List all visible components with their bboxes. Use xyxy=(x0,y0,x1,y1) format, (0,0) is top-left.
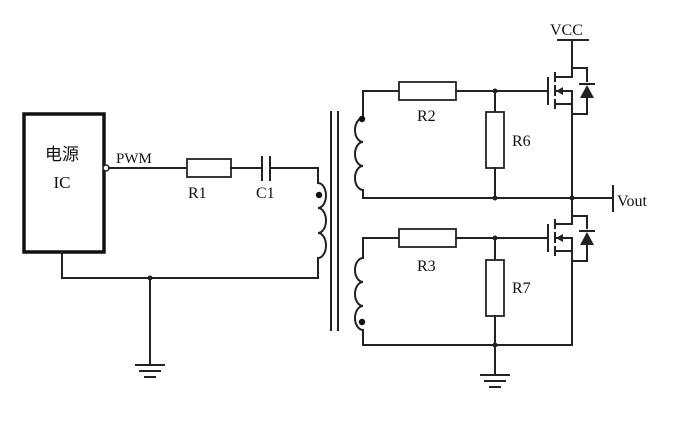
resistor-r1 xyxy=(186,158,232,178)
r1-label: R1 xyxy=(188,185,207,202)
upper-body-diode xyxy=(580,85,594,98)
c1-label: C1 xyxy=(256,185,275,202)
upper-secondary xyxy=(354,81,573,201)
ground-symbol-secondary xyxy=(480,374,510,388)
vout-label: Vout xyxy=(617,193,647,210)
primary-dot-marker xyxy=(315,191,323,199)
upper-secondary-dot-marker xyxy=(358,115,366,123)
upper-mosfet xyxy=(547,67,595,115)
primary-wiring xyxy=(61,156,327,366)
primary-winding xyxy=(316,181,327,260)
resistor-r3 xyxy=(398,228,457,248)
r3-label: R3 xyxy=(417,258,436,275)
lower-secondary-winding xyxy=(354,256,365,332)
lower-secondary xyxy=(354,228,573,376)
r6-label: R6 xyxy=(512,133,531,150)
pwm-label: PWM xyxy=(116,151,152,167)
ic-body xyxy=(22,112,106,254)
ic-label-ic: IC xyxy=(54,173,71,192)
lower-body-diode xyxy=(580,232,594,245)
resistor-r6 xyxy=(485,111,505,169)
lower-mosfet xyxy=(547,215,595,262)
r2-label: R2 xyxy=(417,108,436,125)
vcc-label: VCC xyxy=(550,22,583,39)
r7-label: R7 xyxy=(512,280,531,297)
power-ic: 电源 IC xyxy=(22,112,106,254)
lower-secondary-dot-marker xyxy=(358,318,366,326)
resistor-r7 xyxy=(485,259,505,317)
upper-secondary-winding xyxy=(354,116,365,192)
resistor-r2 xyxy=(398,81,457,101)
ground-symbol-primary xyxy=(135,364,165,378)
transformer-core xyxy=(330,111,339,331)
ic-label-cn: 电源 xyxy=(45,145,79,164)
